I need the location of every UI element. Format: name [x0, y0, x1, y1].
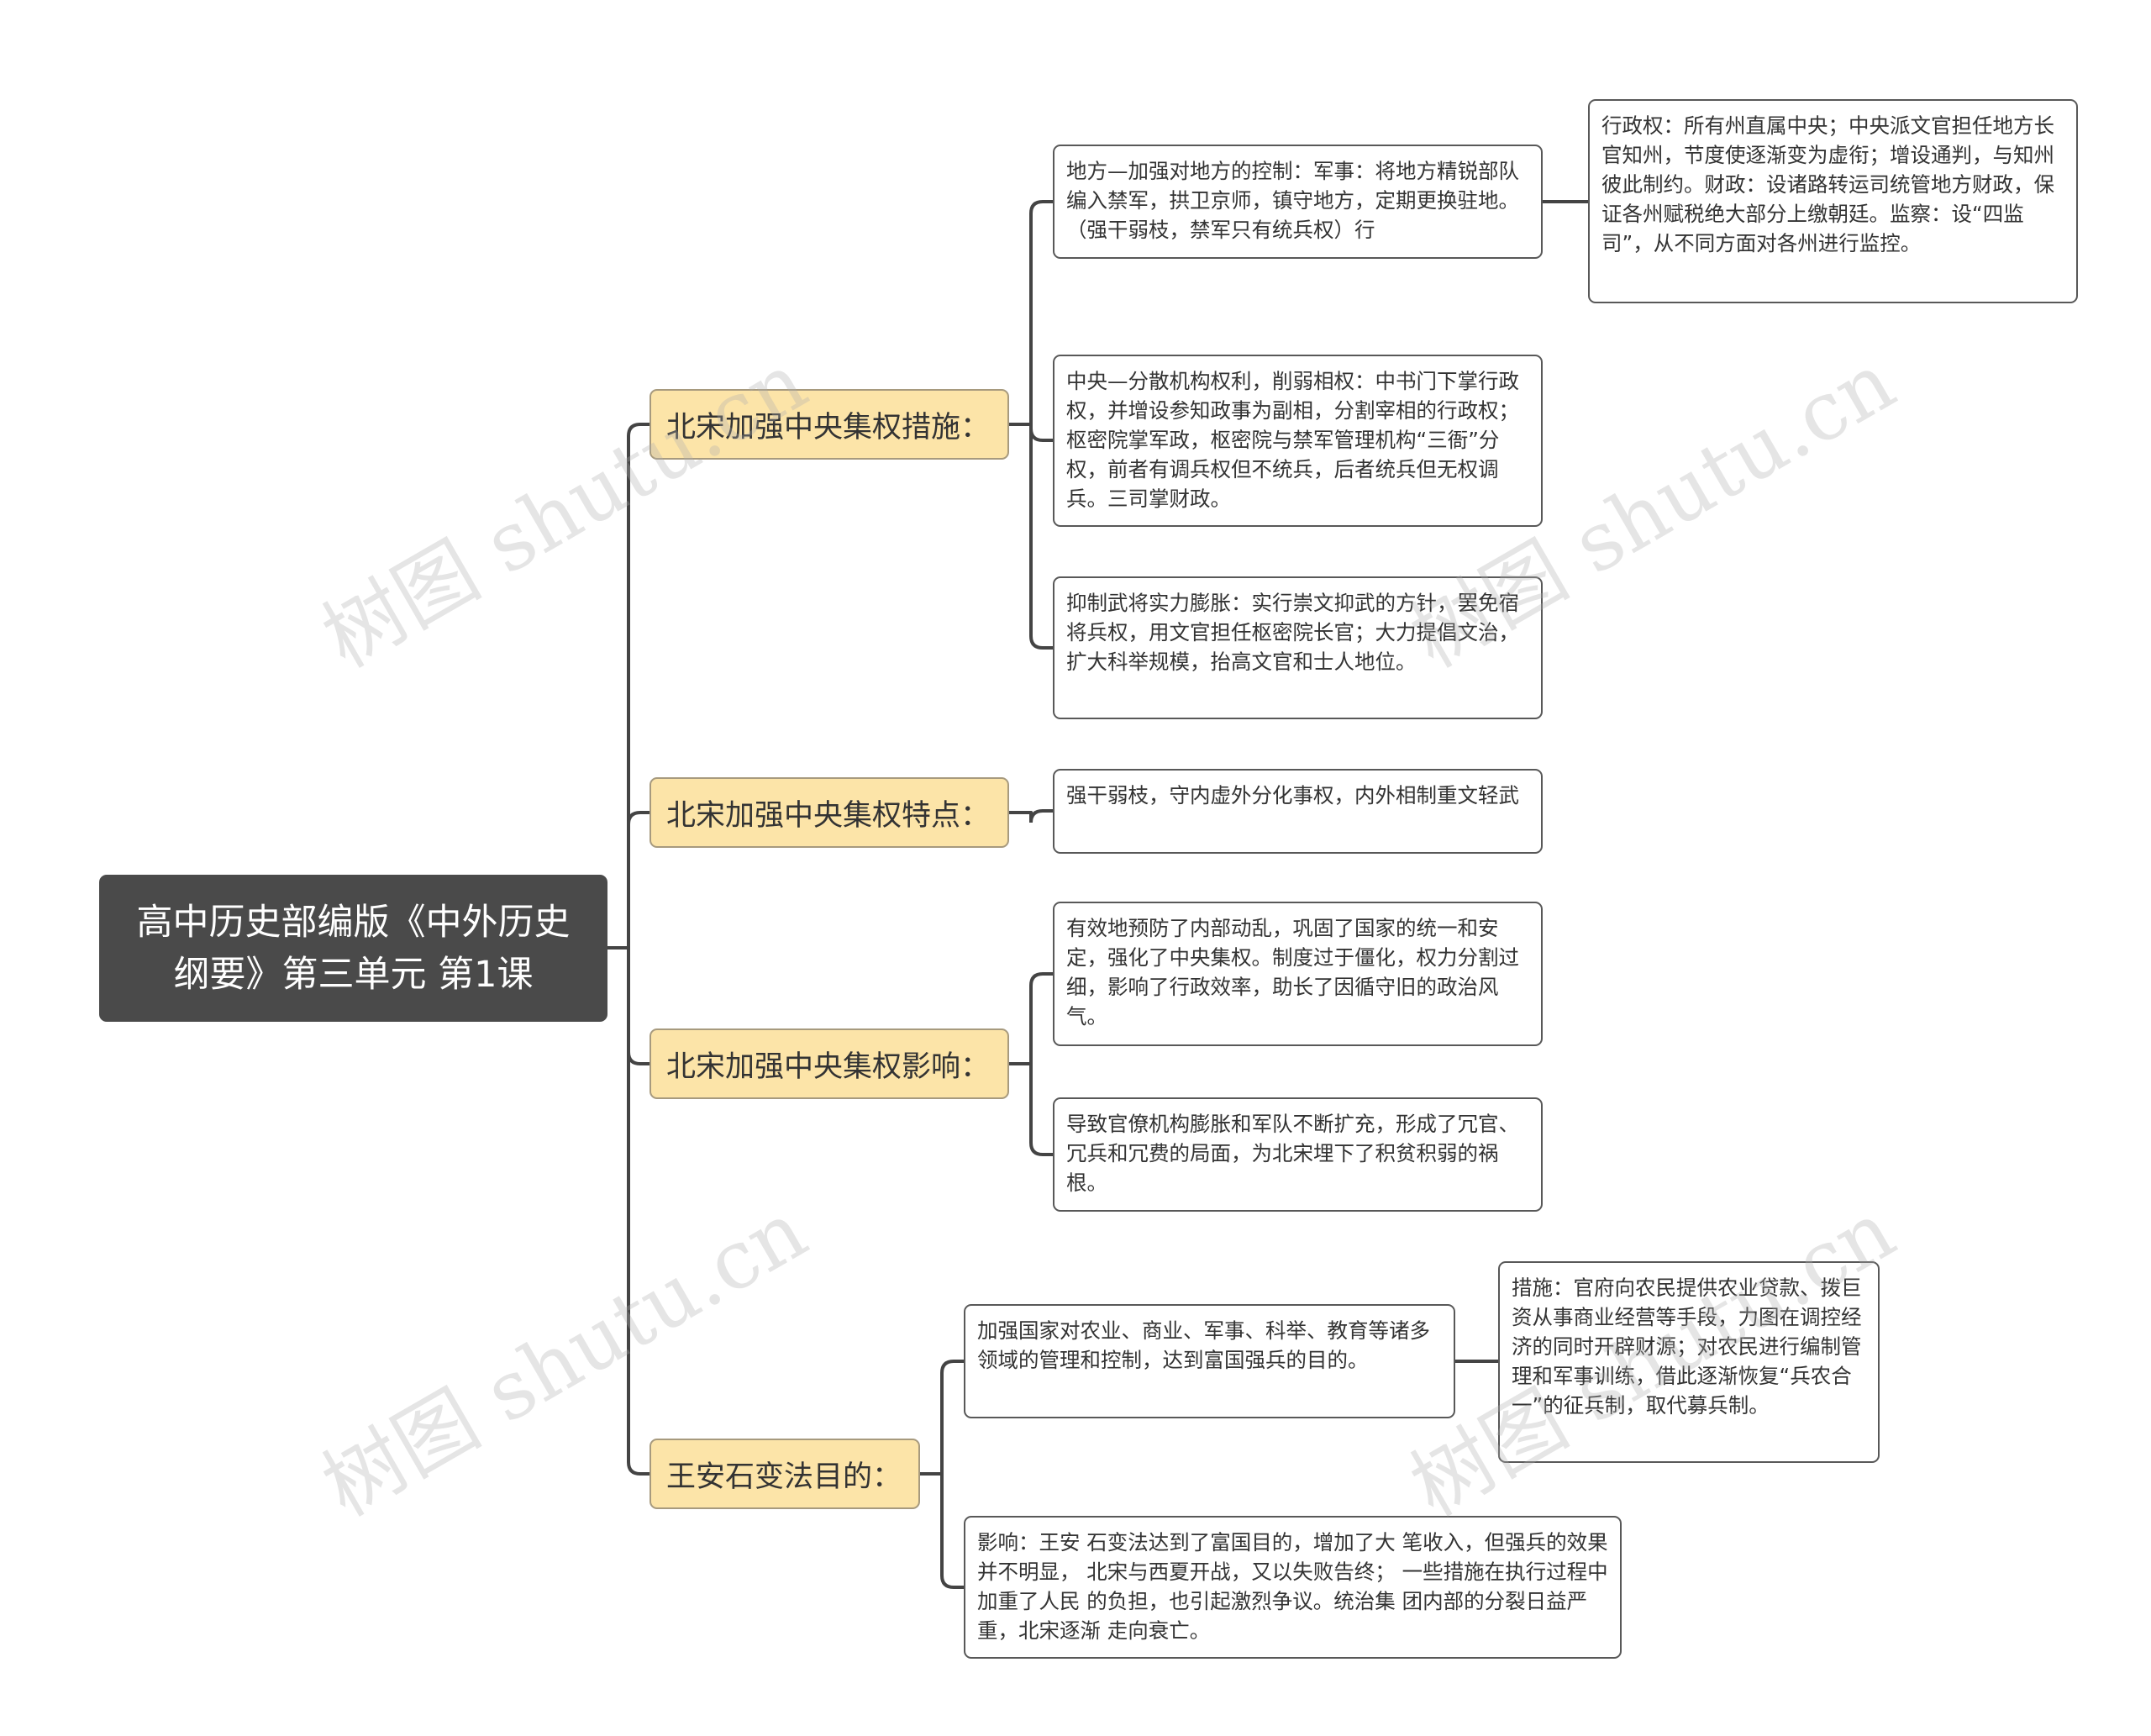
- features-connector-line: [1029, 809, 1054, 823]
- root-connector-line: [627, 946, 651, 1065]
- leaf-impact-positive[interactable]: 有效地预防了内部动乱，巩固了国家的统一和安定，强化了中央集权。制度过于僵化，权力…: [1053, 902, 1543, 1046]
- leaf-reform-goal[interactable]: 加强国家对农业、商业、军事、科举、教育等诸多领域的管理和控制，达到富国强兵的目的…: [964, 1304, 1455, 1418]
- branch-measures[interactable]: 北宋加强中央集权措施：: [650, 389, 1009, 460]
- branch-wang-anshi[interactable]: 王安石变法目的：: [650, 1439, 920, 1509]
- measures-connector-line: [1029, 423, 1054, 442]
- leaf-central-power[interactable]: 中央—分散机构权利，削弱相权：中书门下掌行政权，并增设参知政事为副相，分割宰相的…: [1053, 355, 1543, 527]
- measures-connector-line: [1029, 423, 1054, 650]
- leaf-reform-measures[interactable]: 措施：官府向农民提供农业贷款、拨巨资从事商业经营等手段，力图在调控经济的同时开辟…: [1498, 1261, 1880, 1463]
- branch-impact[interactable]: 北宋加强中央集权影响：: [650, 1028, 1009, 1099]
- impact-connector-line: [1029, 1062, 1054, 1156]
- root-topic[interactable]: 高中历史部编版《中外历史纲要》第三单元 第1课: [99, 875, 607, 1022]
- wang-connector-line: [940, 1472, 965, 1589]
- leaf-local-control[interactable]: 地方—加强对地方的控制：军事：将地方精锐部队编入禁军，拱卫京师，镇守地方，定期更…: [1053, 145, 1543, 259]
- leaf-curb-generals[interactable]: 抑制武将实力膨胀：实行崇文抑武的方针，罢免宿将兵权，用文官担任枢密院长官；大力提…: [1053, 576, 1543, 719]
- leaf-features[interactable]: 强干弱枝，守内虚外分化事权，内外相制重文轻武: [1053, 769, 1543, 854]
- leaf-impact-negative[interactable]: 导致官僚机构膨胀和军队不断扩充，形成了冗官、冗兵和冗费的局面，为北宋埋下了积贫积…: [1053, 1097, 1543, 1212]
- measures-connector-line: [1029, 200, 1054, 426]
- wang-connector-line: [940, 1360, 965, 1476]
- root-connector-line: [627, 811, 651, 950]
- root-connector-line: [627, 946, 651, 1476]
- leaf-reform-impact[interactable]: 影响：王安 石变法达到了富国目的，增加了大 笔收入，但强兵的效果并不明显， 北宋…: [964, 1516, 1622, 1659]
- root-connector-line: [627, 423, 651, 950]
- leaf-local-control-detail[interactable]: 行政权：所有州直属中央；中央派文官担任地方长官知州，节度使逐渐变为虚衔；增设通判…: [1588, 99, 2078, 303]
- impact-connector-line: [1029, 972, 1054, 1065]
- branch-features[interactable]: 北宋加强中央集权特点：: [650, 777, 1009, 848]
